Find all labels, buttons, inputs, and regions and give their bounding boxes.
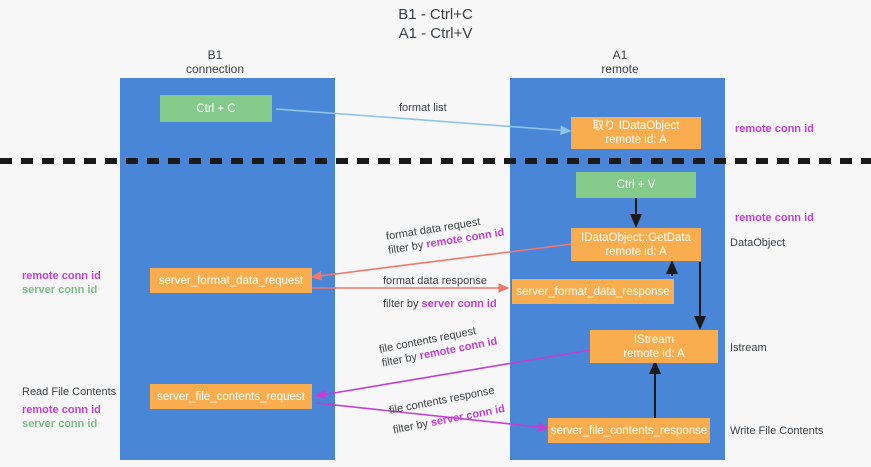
right-label-remote-conn-id-top: remote conn id bbox=[735, 123, 814, 135]
node-server-format-data-request-label: server_format_data_request bbox=[158, 274, 304, 287]
left-label-remote-conn-id-2: remote conn id bbox=[22, 404, 101, 416]
node-idataobject-label: 取り IDataObject bbox=[592, 120, 680, 132]
node-istream[interactable]: IStream remote id: A bbox=[590, 330, 718, 363]
node-server-format-data-response-label: server_format_data_response bbox=[516, 285, 670, 298]
column-b1-sub: connection bbox=[185, 62, 245, 76]
label-format-data-response: format data response filter by server co… bbox=[383, 274, 497, 311]
node-ctrl-c[interactable]: Ctrl + C bbox=[160, 95, 272, 122]
node-getdata-remote-id: remote id: A bbox=[605, 245, 667, 258]
node-istream-label: IStream bbox=[633, 333, 675, 346]
label-file-contents-request: file contents request filter by remote c… bbox=[378, 321, 499, 371]
node-idataobject-remote-id: remote id: A bbox=[605, 134, 667, 146]
label-format-data-response-line1: format data response bbox=[383, 275, 487, 287]
node-ctrl-c-label: Ctrl + C bbox=[196, 102, 236, 115]
node-server-format-data-request[interactable]: server_format_data_request bbox=[150, 268, 312, 293]
column-header-a1: A1 remote bbox=[560, 48, 680, 76]
column-header-b1: B1 connection bbox=[155, 48, 275, 76]
node-ctrl-v-label: Ctrl + V bbox=[616, 179, 656, 191]
column-a1-name: A1 bbox=[612, 48, 628, 62]
right-label-remote-conn-id-mid: remote conn id bbox=[735, 212, 814, 224]
left-label-server-conn-id-2: server conn id bbox=[22, 418, 98, 430]
label-format-data-request: format data request filter by remote con… bbox=[385, 212, 505, 258]
node-server-file-contents-request[interactable]: server_file_contents_request bbox=[150, 384, 312, 409]
node-server-file-contents-request-label: server_file_contents_request bbox=[157, 390, 305, 403]
node-idataobject-getdata[interactable]: IDataObject::GetData remote id: A bbox=[571, 228, 701, 261]
title-line-1: B1 - Ctrl+C bbox=[398, 6, 473, 23]
filter-key-server-conn-id: server conn id bbox=[421, 298, 497, 310]
node-server-file-contents-response-label: server_file_contents_response bbox=[550, 424, 708, 437]
node-ctrl-v[interactable]: Ctrl + V bbox=[576, 172, 696, 198]
filter-prefix-2: filter by bbox=[383, 298, 422, 310]
page-title: B1 - Ctrl+C A1 - Ctrl+V bbox=[0, 5, 871, 43]
right-label-write-file-contents: Write File Contents bbox=[730, 425, 824, 437]
node-istream-remote-id: remote id: A bbox=[623, 347, 685, 360]
column-a1-sub: remote bbox=[601, 62, 639, 76]
node-getdata-label: IDataObject::GetData bbox=[581, 231, 691, 244]
right-label-dataobject: DataObject bbox=[730, 237, 786, 249]
label-file-contents-response: file contents response filter by server … bbox=[388, 382, 506, 437]
label-format-list: format list bbox=[399, 102, 447, 114]
label-format-data-response-line2: filter by server conn id bbox=[383, 297, 497, 311]
node-server-file-contents-response[interactable]: server_file_contents_response bbox=[548, 418, 710, 443]
title-line-2: A1 - Ctrl+V bbox=[398, 25, 473, 42]
node-idataobject[interactable]: 取り IDataObject remote id: A bbox=[571, 117, 701, 149]
right-label-istream: Istream bbox=[730, 342, 767, 354]
column-b1-name: B1 bbox=[207, 48, 223, 62]
left-label-server-conn-id: server conn id bbox=[22, 284, 98, 296]
left-label-read-file-contents: Read File Contents bbox=[22, 386, 117, 398]
node-server-format-data-response[interactable]: server_format_data_response bbox=[512, 279, 674, 304]
left-label-remote-conn-id: remote conn id bbox=[22, 270, 101, 282]
filter-prefix-4: filter by bbox=[392, 417, 433, 437]
